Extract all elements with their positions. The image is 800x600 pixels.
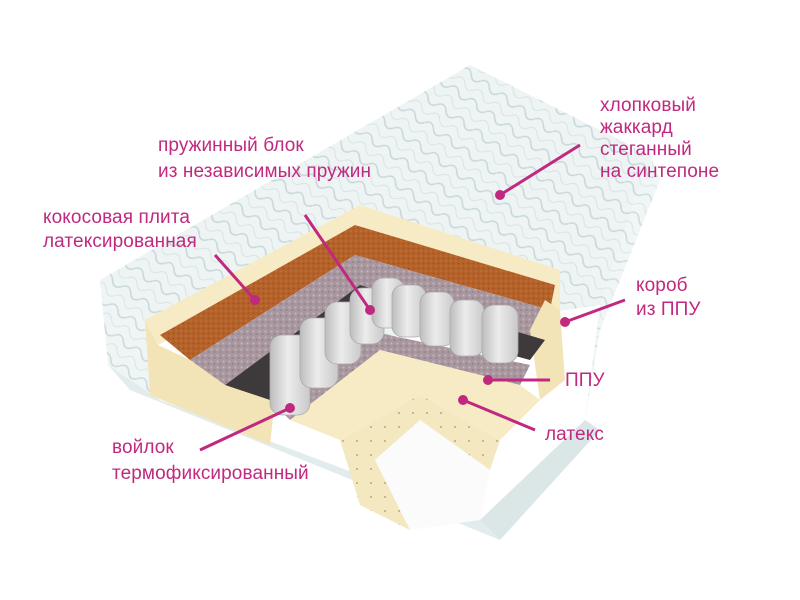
leader-lines [199, 143, 626, 452]
cutout [145, 205, 565, 530]
label-coconut: кокосовая плита латексированная [43, 207, 197, 253]
label-line: на синтепоне [600, 161, 720, 182]
label-line: войлок [112, 437, 174, 458]
label-line: термофиксированный [112, 463, 309, 484]
label-foam-box: короб из ППУ [636, 275, 701, 321]
label-line: из независимых пружин [158, 161, 372, 182]
label-line: латекс [545, 424, 604, 445]
label-line: из ППУ [636, 299, 701, 320]
label-felt: войлок термофиксированный [112, 437, 309, 485]
spring-block [269, 277, 519, 416]
label-line: хлопковый [600, 95, 697, 116]
label-latex: латекс [545, 424, 604, 446]
label-line: короб [636, 275, 688, 296]
label-line: кокосовая плита [43, 207, 191, 228]
label-line: латексированная [43, 231, 197, 252]
label-line: пружинный блок [158, 135, 304, 156]
label-line: ППУ [565, 370, 605, 391]
label-spring-block: пружинный блок из независимых пружин [158, 135, 371, 183]
label-line: стеганный [600, 139, 692, 160]
label-line: жаккард [600, 117, 673, 138]
label-cover: хлопковый жаккард стеганный на синтепоне [600, 95, 719, 183]
label-ppu: ППУ [565, 370, 605, 392]
